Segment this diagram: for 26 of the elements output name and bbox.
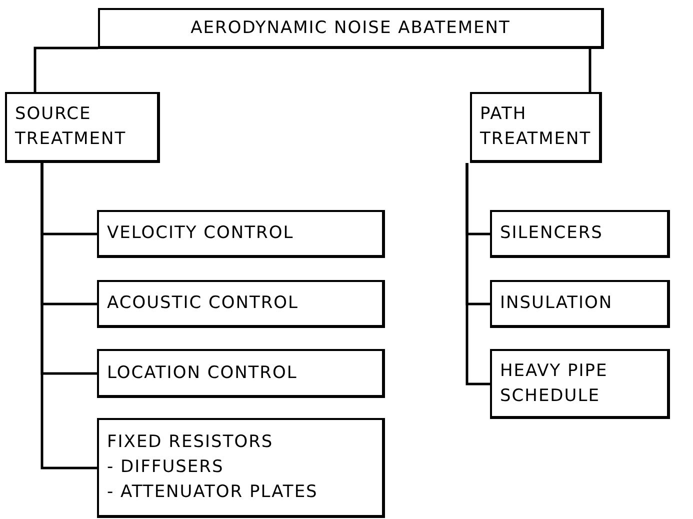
- box-label: - ATTENUATOR PLATES: [107, 481, 318, 504]
- category-box: [97, 418, 385, 518]
- box-label: HEAVY PIPE SCHEDULE: [500, 360, 609, 408]
- connector-line: [466, 163, 490, 386]
- box-label: SILENCERS: [500, 222, 603, 245]
- category-box: [97, 349, 385, 398]
- connector-line: [34, 46, 98, 92]
- category-box: [97, 210, 385, 258]
- box-label: PATH TREATMENT: [480, 103, 592, 151]
- box-label: FIXED RESISTORS: [107, 431, 274, 454]
- box-label: AERODYNAMIC NOISE ABATEMENT: [190, 16, 510, 40]
- category-box: [490, 210, 670, 258]
- category-box: [5, 92, 160, 163]
- category-box: [490, 280, 670, 328]
- box-label: INSULATION: [500, 292, 613, 315]
- box-label: LOCATION CONTROL: [107, 362, 298, 384]
- category-box: [97, 280, 385, 328]
- category-box: [470, 92, 602, 163]
- connector-line: [588, 48, 592, 92]
- box-label: - DIFFUSERS: [107, 456, 224, 479]
- box-label: SOURCE TREATMENT: [15, 103, 128, 151]
- box-label: VELOCITY CONTROL: [107, 222, 294, 245]
- box-label: ACOUSTIC CONTROL: [107, 292, 299, 315]
- category-box: [490, 349, 670, 419]
- connector-line: [40, 163, 97, 470]
- category-box: [98, 8, 604, 49]
